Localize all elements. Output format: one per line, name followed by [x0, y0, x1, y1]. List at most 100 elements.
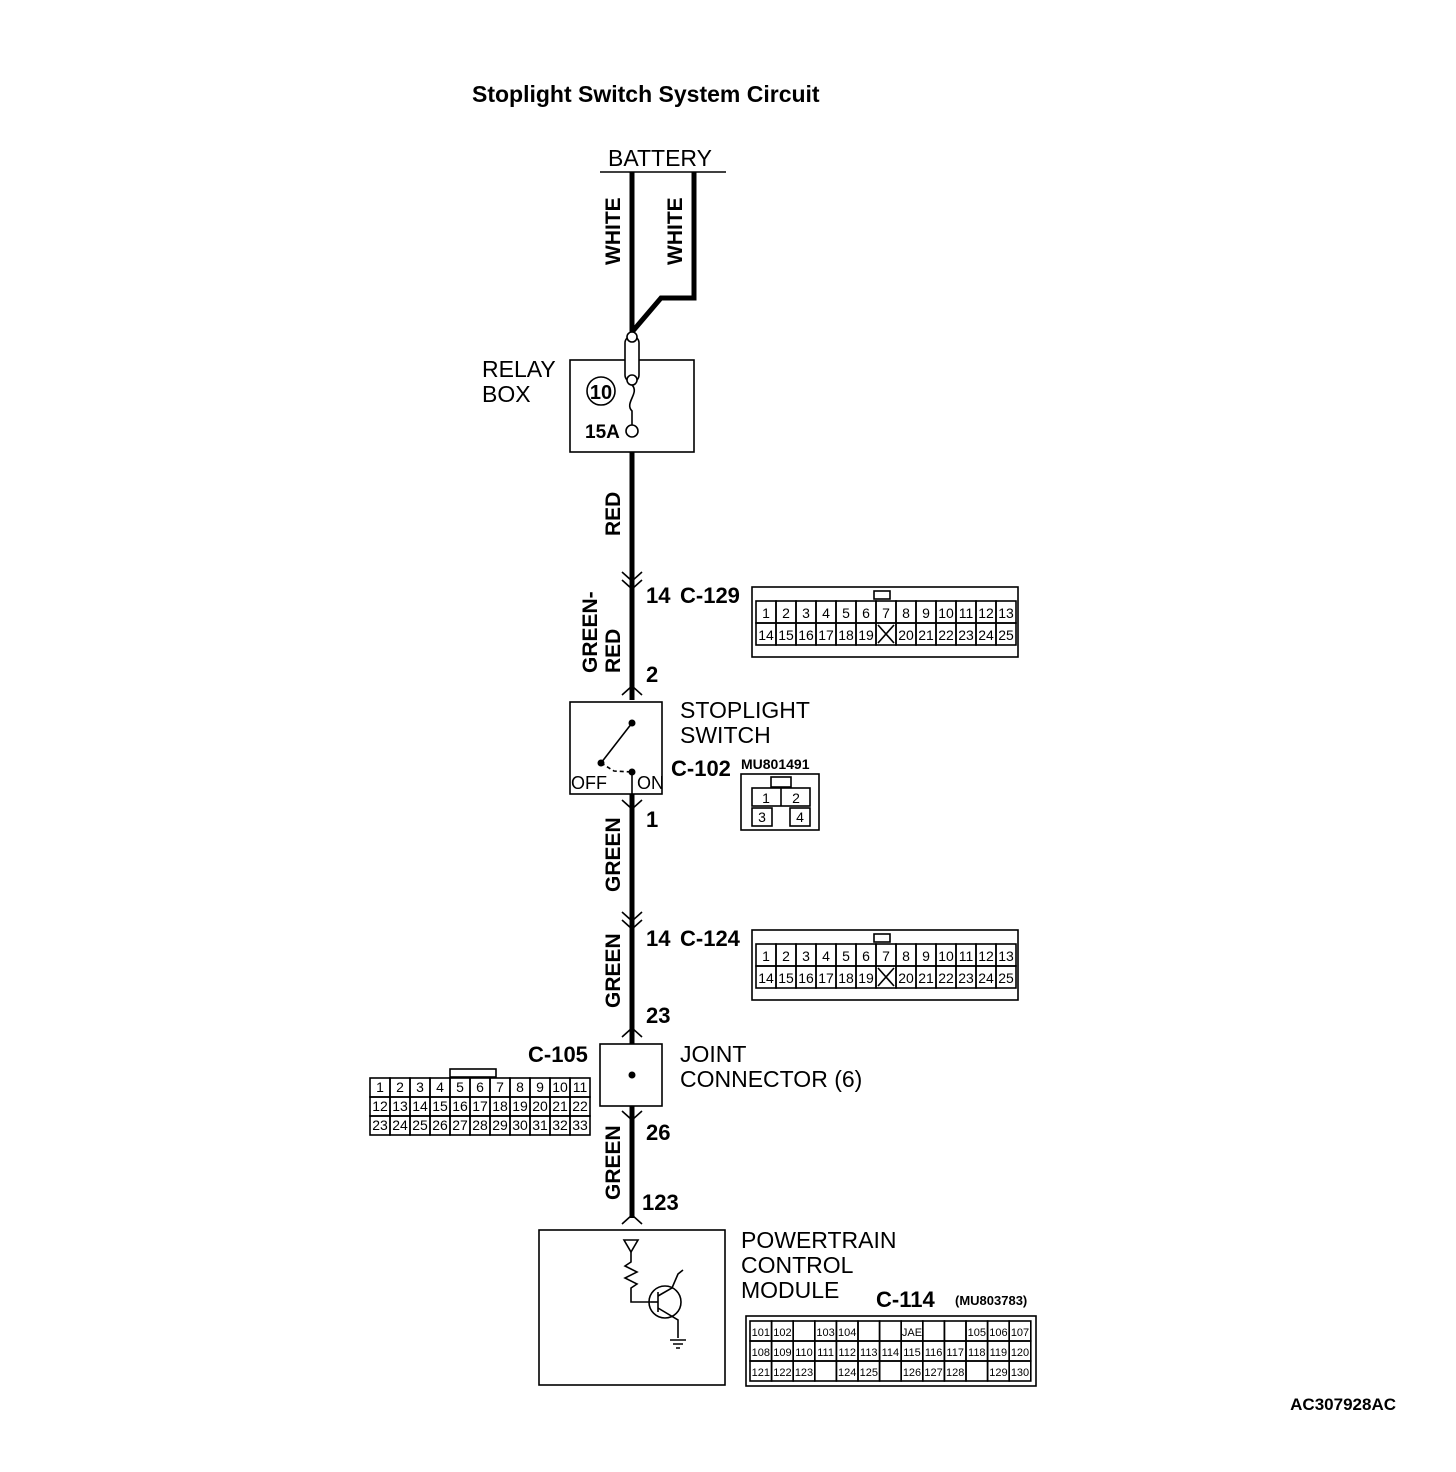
c114-cell-label: 125: [860, 1367, 878, 1379]
c124-cell-label: 24: [978, 970, 994, 986]
c114-cell-label: 112: [838, 1347, 856, 1359]
c124-cell-label: 1: [762, 948, 770, 964]
c124-cell-label: 8: [902, 948, 910, 964]
joint-pin-in: 23: [646, 1003, 670, 1028]
c124-cell-label: 12: [978, 948, 994, 964]
c129-cell-label: 25: [998, 627, 1014, 643]
c124-cell-label: 19: [858, 970, 874, 986]
c114-cell-label: 104: [838, 1327, 856, 1339]
c105-cell-label: 14: [412, 1098, 428, 1114]
relay-box-label-2: BOX: [482, 381, 531, 407]
c114-cell-label: 111: [817, 1347, 834, 1359]
c129-cell-label: 7: [882, 605, 890, 621]
c124-cell-label: 10: [938, 948, 954, 964]
c114-cell-label: 106: [989, 1327, 1007, 1339]
fuse-number: 10: [590, 382, 612, 404]
pcm-label-3: MODULE: [741, 1277, 839, 1303]
c124-cell-label: 15: [778, 970, 794, 986]
c105-cell-label: 18: [492, 1098, 508, 1114]
svg-text:4: 4: [796, 809, 804, 825]
c114-cell-label: 120: [1011, 1347, 1029, 1359]
c124-cell-label: 3: [802, 948, 810, 964]
c129-cell-label: 11: [959, 605, 974, 621]
c124-code: C-124: [680, 926, 741, 951]
c105-cell-label: 32: [552, 1117, 568, 1133]
switch-off-label: OFF: [571, 773, 607, 793]
pcm-label-1: POWERTRAIN: [741, 1227, 896, 1253]
c124-cell-label: 14: [758, 970, 774, 986]
c105-cell-label: 27: [452, 1117, 468, 1133]
c114-cell-label: 109: [773, 1347, 791, 1359]
wire-white-2: [630, 172, 697, 334]
c105-cell-label: 30: [512, 1117, 528, 1133]
c114-cell-label: 129: [989, 1367, 1007, 1379]
c124-cell-label: 2: [782, 948, 790, 964]
c105-cell-label: 17: [472, 1098, 488, 1114]
c105-cell-label: 11: [573, 1079, 588, 1095]
c105-cell-label: 8: [516, 1079, 524, 1095]
c124-cell-label: 20: [898, 970, 914, 986]
c129-cell-label: 8: [902, 605, 910, 621]
c129-pin: 14: [646, 583, 671, 608]
c114-cell-label: 107: [1011, 1327, 1029, 1339]
c105-cell-label: 23: [372, 1117, 388, 1133]
fuse-number-circle: [586, 376, 616, 406]
c105-cell-label: 28: [472, 1117, 488, 1133]
wire-label-white-1: WHITE: [602, 197, 625, 265]
c129-cell-label: 5: [842, 605, 850, 621]
c105-cell-label: 10: [552, 1079, 568, 1095]
wire-label-green-2: GREEN: [602, 933, 625, 1008]
c105-cell-label: 15: [432, 1098, 448, 1114]
c105-cell-label: 26: [432, 1117, 448, 1133]
pcm-connector-code: C-114: [876, 1287, 935, 1312]
c129-cell-label: 3: [802, 605, 810, 621]
c114-cell-label: 114: [882, 1347, 900, 1359]
c105-cell-label: 12: [372, 1098, 388, 1114]
c124-pin: 14: [646, 926, 671, 951]
pcm-supply-icon: [622, 1239, 640, 1254]
svg-text:3: 3: [758, 809, 766, 825]
c114-cell-label: 118: [968, 1347, 986, 1359]
c105-cell-label: 33: [572, 1117, 588, 1133]
pcm-label-2: CONTROL: [741, 1252, 854, 1278]
c129-cell-label: 2: [782, 605, 790, 621]
c105-cell-label: 16: [452, 1098, 468, 1114]
c114-cell-label: 127: [924, 1367, 942, 1379]
c129-cell-label: 4: [822, 605, 830, 621]
figure-code: AC307928AC: [1290, 1395, 1396, 1414]
c114-cell: [1008, 1360, 1032, 1382]
c105-cell-label: 7: [496, 1079, 504, 1095]
c114-cell-label: 119: [990, 1347, 1008, 1359]
c124-cell-label: 17: [818, 970, 834, 986]
c105-cell-label: 1: [376, 1079, 384, 1095]
wire-label-white-2: WHITE: [664, 197, 687, 265]
c114-cell-label: 115: [903, 1347, 921, 1359]
pcm-resistor-icon: [623, 1252, 651, 1303]
c105-cell-label: 25: [412, 1117, 428, 1133]
c124-cell-label: 11: [959, 948, 974, 964]
c114-cell-label: 128: [946, 1367, 964, 1379]
c124-cell-label: 22: [938, 970, 954, 986]
c124-cell-label: 13: [998, 948, 1014, 964]
c129-code: C-129: [680, 583, 740, 608]
relay-box-label-1: RELAY: [482, 356, 556, 382]
c129-cell-label: 20: [898, 627, 914, 643]
c124-cell-label: 5: [842, 948, 850, 964]
pcm-transistor-icon: [648, 1285, 682, 1319]
c114-cell-label: 116: [925, 1347, 943, 1359]
joint-pin-out: 26: [646, 1120, 670, 1145]
c105-cell-label: 29: [492, 1117, 508, 1133]
switch-lever: [600, 722, 633, 764]
c124-cell-label: 9: [922, 948, 930, 964]
c129-cell-label: 24: [978, 627, 994, 643]
c105-cell-label: 5: [456, 1079, 464, 1095]
c129-cell-label: 15: [778, 627, 794, 643]
c124-cell-label: 18: [838, 970, 854, 986]
c105-cell-label: 22: [572, 1098, 588, 1114]
c114-cell-label: 117: [946, 1347, 964, 1359]
c114-cell-label: 121: [752, 1367, 770, 1379]
joint-connector-code: C-105: [528, 1042, 588, 1067]
c124-cell-label: 6: [862, 948, 870, 964]
